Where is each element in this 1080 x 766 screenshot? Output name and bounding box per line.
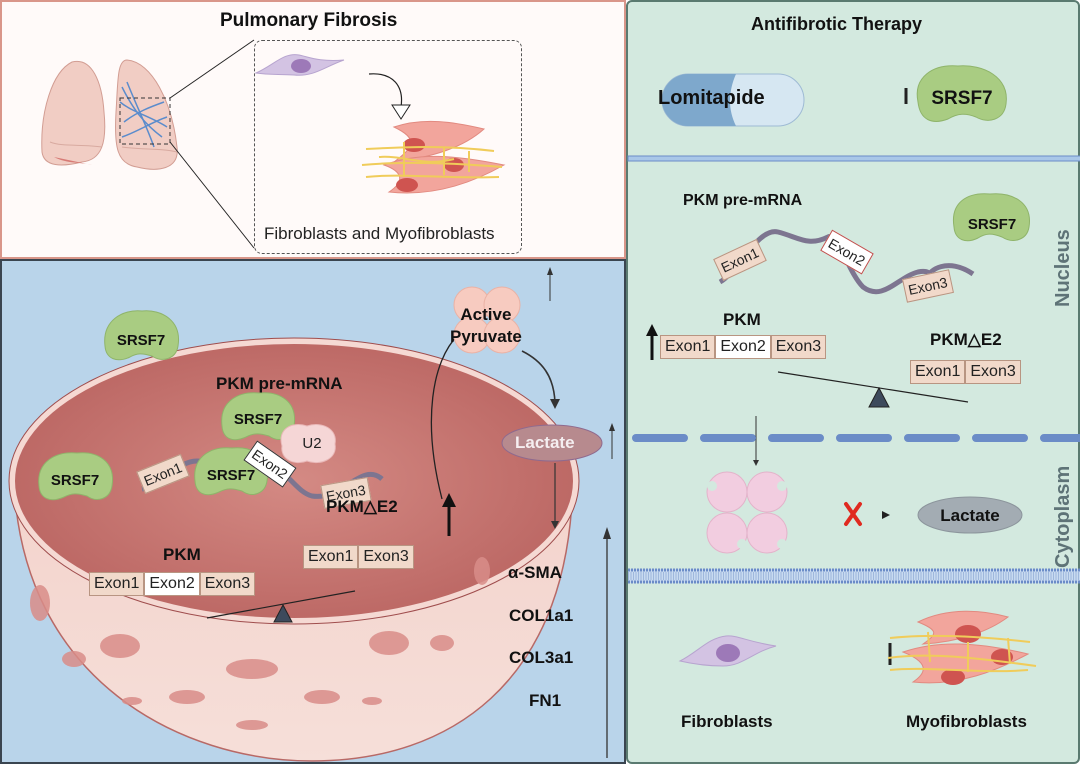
transition-arrow (368, 73, 403, 108)
pkm-tetramer (706, 471, 788, 554)
exon-box: Exon3 (199, 572, 256, 596)
pkm-de2-label: PKM△E2 (326, 497, 398, 516)
active-pyruvate-tetramer (453, 286, 521, 354)
nuclear-envelope (627, 155, 1080, 162)
marker-alpha-sma: α-SMA (508, 563, 562, 582)
marker-col3a1: COL3a1 (509, 648, 574, 667)
zoom-lines (169, 39, 255, 249)
lomitapide-capsule (661, 73, 805, 127)
srsf7-protein: SRSF7 (952, 193, 1030, 242)
myofibroblast-cluster (361, 120, 506, 194)
antifibrotic-therapy-panel: Antifibrotic Therapy SRSF7 SRSF7 (626, 0, 1080, 764)
u2-snrnp: U2 (280, 424, 336, 464)
balance-beam (206, 590, 356, 619)
zoom-box (119, 97, 171, 145)
svg-text:SRSF7: SRSF7 (931, 88, 992, 109)
lungs-illustration (41, 59, 178, 170)
pkm-de2-exon-row: Exon1 Exon3 (910, 360, 1021, 384)
srsf7-protein: SRSF7 (104, 310, 179, 361)
marker-fn1: FN1 (529, 691, 562, 710)
export-arrow (430, 334, 459, 500)
balance-fulcrum (273, 603, 293, 623)
exon-box: Exon2 (144, 572, 200, 596)
pkm-exon-row: Exon1 Exon2 Exon3 (660, 335, 827, 359)
myofibroblasts-label: Myofibroblasts (906, 712, 1027, 731)
panel-title: Pulmonary Fibrosis (220, 10, 398, 31)
exon-box: Exon1 (910, 360, 966, 384)
balance-fulcrum (868, 386, 890, 408)
pyruvate-to-lactate-arrow (521, 350, 556, 404)
svg-text:Lactate: Lactate (940, 506, 1000, 525)
pkm-label: PKM (163, 545, 201, 564)
balance-beam (777, 371, 969, 403)
fibroblast-cell (678, 635, 777, 667)
pre-mrna-label: PKM pre-mRNA (683, 192, 803, 209)
srsf7-protein: SRSF7 (38, 452, 114, 501)
svg-text:SRSF7: SRSF7 (234, 411, 282, 428)
cell-membrane (628, 568, 1080, 584)
exon-box: Exon1 (660, 335, 716, 359)
exon-box: Exon1 (303, 545, 359, 569)
therapy-illustration: SRSF7 SRSF7 (627, 65, 1080, 685)
nucleus-compartment-label: Nucleus (1052, 229, 1074, 307)
lactate-node (501, 424, 603, 462)
pkm-de2-label: PKM△E2 (930, 330, 1002, 349)
nuclear-pores (30, 557, 490, 730)
svg-text:U2: U2 (302, 435, 321, 452)
svg-text:SRSF7: SRSF7 (51, 472, 99, 489)
svg-text:SRSF7: SRSF7 (117, 332, 165, 349)
myofibroblast-cluster (887, 610, 1037, 685)
pre-mrna-label: PKM pre-mRNA (216, 374, 343, 393)
exon-box: Exon2 (715, 335, 771, 359)
cell-inset-illustration (254, 54, 506, 194)
fibroblasts-label: Fibroblasts (681, 712, 773, 731)
inset-caption: Fibroblasts and Myofibroblasts (264, 224, 495, 243)
pkm-de2-exon-row: Exon1 Exon3 (303, 545, 414, 569)
lactate-label: Lactate (515, 433, 575, 452)
srsf7-protein: SRSF7 (916, 65, 1007, 122)
mechanism-panel: SRSF7 SRSF7 SRSF7 SRSF7 U2 PKM pre-mRNA … (0, 259, 626, 764)
exon-box: Exon1 (89, 572, 145, 596)
exon-box: Exon3 (358, 545, 414, 569)
nucleus-illustration: SRSF7 SRSF7 SRSF7 SRSF7 U2 (8, 267, 615, 762)
fibroblast-nucleus (291, 59, 311, 73)
pkm-exon-row: Exon1 Exon2 Exon3 (89, 572, 256, 596)
panel-title: Antifibrotic Therapy (751, 14, 923, 34)
cell-inset-box (254, 40, 522, 254)
pkm-label: PKM (723, 310, 761, 329)
marker-col1a1: COL1a1 (509, 606, 574, 625)
exon-box: Exon3 (965, 360, 1021, 384)
cytoplasm-compartment-label: Cytoplasm (1052, 465, 1074, 568)
exon-box: Exon3 (770, 335, 827, 359)
active-pyruvate-line1: Active (460, 305, 512, 324)
inhibit-x-icon (844, 502, 862, 526)
active-pyruvate-label: Active Pyruvate (450, 304, 522, 348)
svg-text:SRSF7: SRSF7 (968, 216, 1016, 233)
active-pyruvate-line2: Pyruvate (450, 327, 522, 346)
drug-label: Lomitapide (658, 87, 765, 109)
fibrosis-lines (119, 81, 168, 148)
pulmonary-fibrosis-panel: Pulmonary Fibrosis (0, 0, 626, 259)
svg-text:SRSF7: SRSF7 (207, 467, 255, 484)
lactate-node (917, 496, 1023, 534)
